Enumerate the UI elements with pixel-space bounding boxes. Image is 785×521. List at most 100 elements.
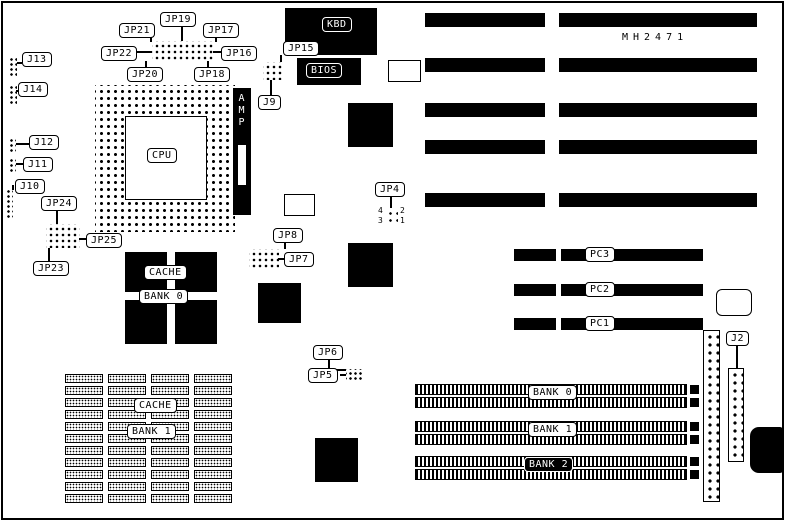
label-bank1-bottom: BANK 1 (127, 424, 177, 439)
oscillator (388, 60, 421, 82)
pc2-slot-long (561, 284, 703, 296)
jumper-block-jp7-jp8 (249, 249, 279, 269)
chipset-chip-4 (315, 438, 358, 482)
label-j12: J12 (29, 135, 59, 150)
simm-latch-bank2-a (690, 457, 699, 466)
label-jp19: JP19 (160, 12, 197, 27)
dram-chip (194, 386, 232, 395)
dram-chip (194, 482, 232, 491)
keyboard-din-connector (750, 427, 783, 473)
label-pc2: PC2 (585, 282, 615, 297)
label-pc3: PC3 (585, 247, 615, 262)
dram-chip (65, 494, 103, 503)
label-amp: AMP (236, 93, 247, 129)
label-jp17: JP17 (203, 23, 240, 38)
leader-jp18 (207, 61, 209, 67)
leader-jp15 (280, 55, 282, 62)
connector-j11 (8, 157, 16, 174)
leader-jp16 (213, 51, 221, 53)
sram-chip-4 (175, 300, 217, 344)
dram-chip (108, 482, 146, 491)
leader-jp19 (181, 26, 183, 41)
jp4-pin-4: 4 (378, 206, 383, 215)
label-j14: J14 (18, 82, 48, 97)
simm-latch-bank0-a (690, 385, 699, 394)
connector-j12 (8, 137, 16, 154)
leader-j11 (16, 163, 23, 165)
dram-chip (194, 374, 232, 383)
label-bios: BIOS (306, 63, 343, 78)
power-connector (703, 330, 720, 502)
dram-chip (194, 434, 232, 443)
simm-latch-bank0-b (690, 398, 699, 407)
dram-chip (151, 470, 189, 479)
dram-chip (151, 446, 189, 455)
label-jp20: JP20 (127, 67, 164, 82)
dram-chip (151, 386, 189, 395)
dram-chip (194, 470, 232, 479)
leader-j12 (16, 143, 29, 145)
dram-array (65, 374, 232, 503)
label-j9: J9 (258, 95, 282, 110)
label-cache-bottom: CACHE (134, 398, 177, 413)
jp4-pin-2: 2 (400, 206, 405, 215)
label-j10: J10 (15, 179, 45, 194)
simm-latch-bank1-b (690, 435, 699, 444)
dram-chip (151, 482, 189, 491)
dram-chip (65, 422, 103, 431)
jumper-block-jp15-j9 (263, 62, 283, 80)
jumper-block-top (152, 41, 214, 61)
leader-j13 (17, 62, 22, 64)
pc1-slot-short (514, 318, 556, 330)
dram-chip (65, 410, 103, 419)
label-jp16: JP16 (221, 46, 258, 61)
amp-notch (238, 145, 246, 185)
isa-slot-3-short (425, 103, 545, 117)
leader-j2 (736, 345, 738, 368)
dram-chip (194, 410, 232, 419)
dram-chip (151, 458, 189, 467)
label-pc1: PC1 (585, 316, 615, 331)
isa-slot-4-long (559, 140, 757, 154)
leader-jp8 (284, 242, 286, 249)
dram-chip (108, 446, 146, 455)
label-jp15: JP15 (283, 41, 320, 56)
dram-chip (65, 434, 103, 443)
label-jp5: JP5 (308, 368, 338, 383)
label-jp22: JP22 (101, 46, 138, 61)
leader-j9 (270, 80, 272, 95)
isa-slot-3-long (559, 103, 757, 117)
chipset-chip-2 (258, 283, 301, 323)
dram-chip (65, 386, 103, 395)
label-simm-bank0: BANK 0 (528, 385, 578, 400)
leader-j14 (16, 90, 19, 92)
label-jp23: JP23 (33, 261, 70, 276)
label-jp21: JP21 (119, 23, 156, 38)
dram-chip (108, 458, 146, 467)
connector-j13 (8, 56, 17, 76)
label-jp6: JP6 (313, 345, 343, 360)
leader-jp7 (278, 258, 284, 260)
simm-latch-bank2-b (690, 470, 699, 479)
jumper-block-jp24 (46, 224, 80, 248)
dram-chip (194, 398, 232, 407)
label-bank0-top: BANK 0 (139, 289, 189, 304)
label-j2: J2 (726, 331, 750, 346)
dram-chip (108, 494, 146, 503)
isa-slot-5-long (559, 193, 757, 207)
simm-latch-bank1-a (690, 422, 699, 431)
jumper-block-jp4 (385, 208, 398, 222)
dram-chip (65, 482, 103, 491)
pc2-slot-short (514, 284, 556, 296)
connector-j2 (728, 368, 744, 462)
isa-slot-1-short (425, 13, 545, 27)
dram-chip (108, 374, 146, 383)
label-simm-bank2: BANK 2 (524, 457, 574, 472)
leader-jp17 (215, 37, 217, 42)
label-jp7: JP7 (284, 252, 314, 267)
leader-jp23 (48, 248, 50, 261)
isa-slot-2-short (425, 58, 545, 72)
label-jp18: JP18 (194, 67, 231, 82)
dram-chip (194, 446, 232, 455)
chipset-chip-1 (348, 103, 393, 147)
